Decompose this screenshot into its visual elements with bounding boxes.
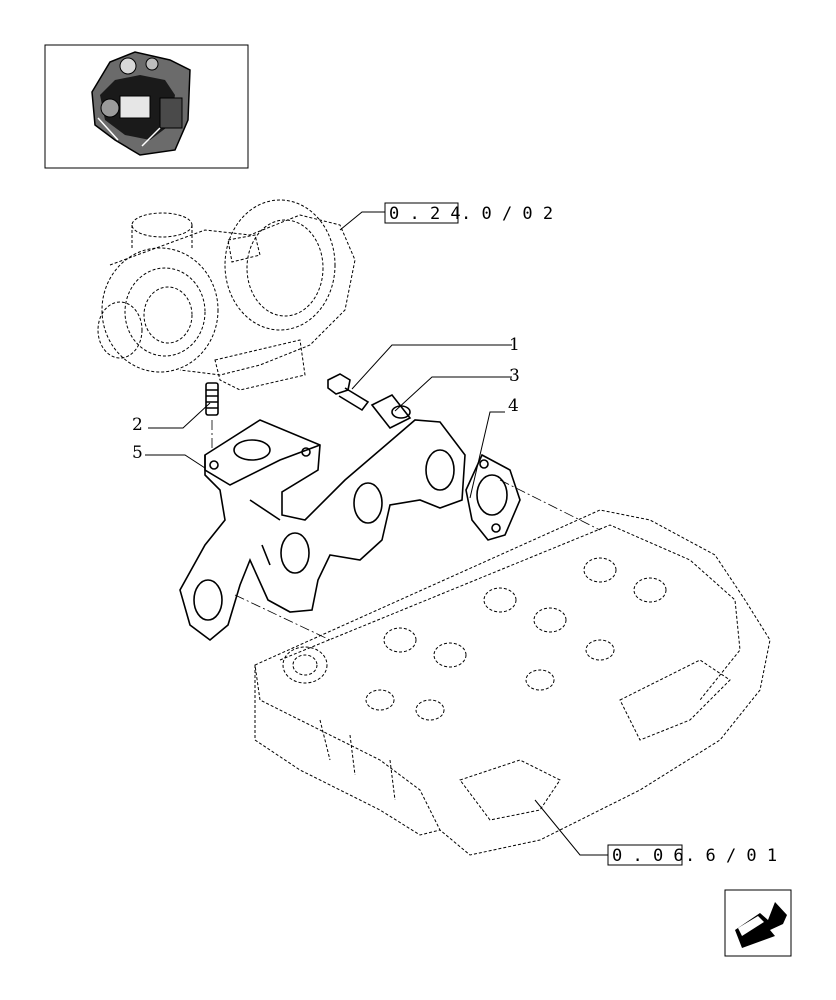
head-reference-link[interactable]: 0 . 0 6 . 6 / 0 1 [607, 844, 777, 866]
callout-1: 1 [509, 335, 520, 355]
engine-thumbnail-icon [91, 51, 191, 156]
next-page-button[interactable] [724, 889, 792, 957]
engine-thumbnail[interactable] [44, 44, 249, 169]
gasket-part [465, 453, 521, 541]
turbo-reference-link[interactable]: 0 . 2 4 . 0 / 0 2 [384, 202, 553, 224]
callout-4: 4 [508, 396, 519, 416]
head-reference-boxed: 0 . 0 6 [612, 846, 684, 866]
callout-5: 5 [132, 443, 143, 463]
callout-3: 3 [509, 366, 520, 386]
stud-part [205, 382, 219, 416]
spacer-part [370, 393, 412, 430]
bolt-part [327, 373, 370, 412]
callout-2: 2 [132, 415, 143, 435]
turbo-reference-suffix: . 0 / 0 2 [461, 204, 553, 224]
cylinder-head-outline [254, 509, 771, 856]
turbo-reference-boxed: 0 . 2 4 [389, 204, 461, 224]
turbocharger-outline [97, 199, 356, 391]
next-page-arrow-icon [735, 902, 787, 948]
exhaust-manifold-part [179, 419, 466, 642]
head-reference-suffix: . 6 / 0 1 [685, 846, 777, 866]
